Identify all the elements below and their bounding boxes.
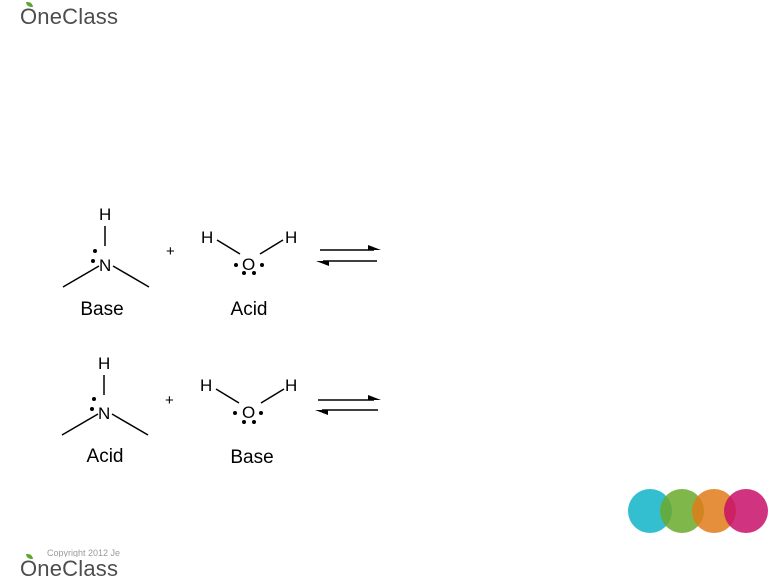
equilibrium-arrow bbox=[316, 245, 381, 266]
label-base: Base bbox=[80, 299, 123, 320]
reaction-1: H N + H H O Base Aci bbox=[63, 205, 381, 320]
water-molecule: H H O bbox=[201, 228, 297, 275]
n-c-bond-right bbox=[112, 414, 148, 435]
o-h-bond-right bbox=[261, 389, 284, 403]
hydrogen-atom-right: H bbox=[285, 376, 297, 395]
nitrogen-atom: N bbox=[99, 256, 111, 275]
lone-pair-dot bbox=[260, 263, 264, 267]
amine-molecule: H N bbox=[62, 354, 148, 435]
lone-pair-dot bbox=[92, 397, 96, 401]
lone-pair-dot bbox=[90, 407, 94, 411]
hydrogen-atom: H bbox=[99, 205, 111, 224]
label-acid: Acid bbox=[231, 299, 268, 320]
lone-pair-dot bbox=[91, 259, 95, 263]
lone-pair-dot bbox=[234, 263, 238, 267]
lone-pair-dot bbox=[252, 271, 256, 275]
lone-pair-dot bbox=[93, 249, 97, 253]
label-acid: Acid bbox=[87, 446, 124, 467]
equilibrium-arrow bbox=[315, 395, 381, 415]
decorative-circles bbox=[628, 488, 772, 538]
lone-pair-dot bbox=[259, 411, 263, 415]
plus-sign: + bbox=[165, 392, 174, 409]
hydrogen-atom-left: H bbox=[201, 228, 213, 247]
n-c-bond-left bbox=[62, 414, 98, 435]
reaction-2: H N + H H O Acid Base bbox=[62, 354, 381, 468]
hydrogen-atom-left: H bbox=[200, 376, 212, 395]
lone-pair-dot bbox=[242, 271, 246, 275]
label-base: Base bbox=[230, 447, 273, 468]
o-h-bond-left bbox=[217, 240, 240, 254]
plus-sign: + bbox=[166, 243, 175, 260]
oxygen-atom: O bbox=[242, 403, 255, 422]
o-h-bond-left bbox=[216, 389, 239, 403]
lone-pair-dot bbox=[252, 420, 256, 424]
n-c-bond-left bbox=[63, 266, 99, 287]
circle-magenta bbox=[724, 489, 768, 533]
n-c-bond-right bbox=[113, 266, 149, 287]
o-h-bond-right bbox=[260, 240, 283, 254]
hydrogen-atom: H bbox=[98, 354, 110, 373]
hydrogen-atom-right: H bbox=[285, 228, 297, 247]
lone-pair-dot bbox=[233, 411, 237, 415]
nitrogen-atom: N bbox=[98, 404, 110, 423]
lone-pair-dot bbox=[242, 420, 246, 424]
water-molecule: H H O bbox=[200, 376, 297, 424]
amine-molecule: H N bbox=[63, 205, 149, 287]
